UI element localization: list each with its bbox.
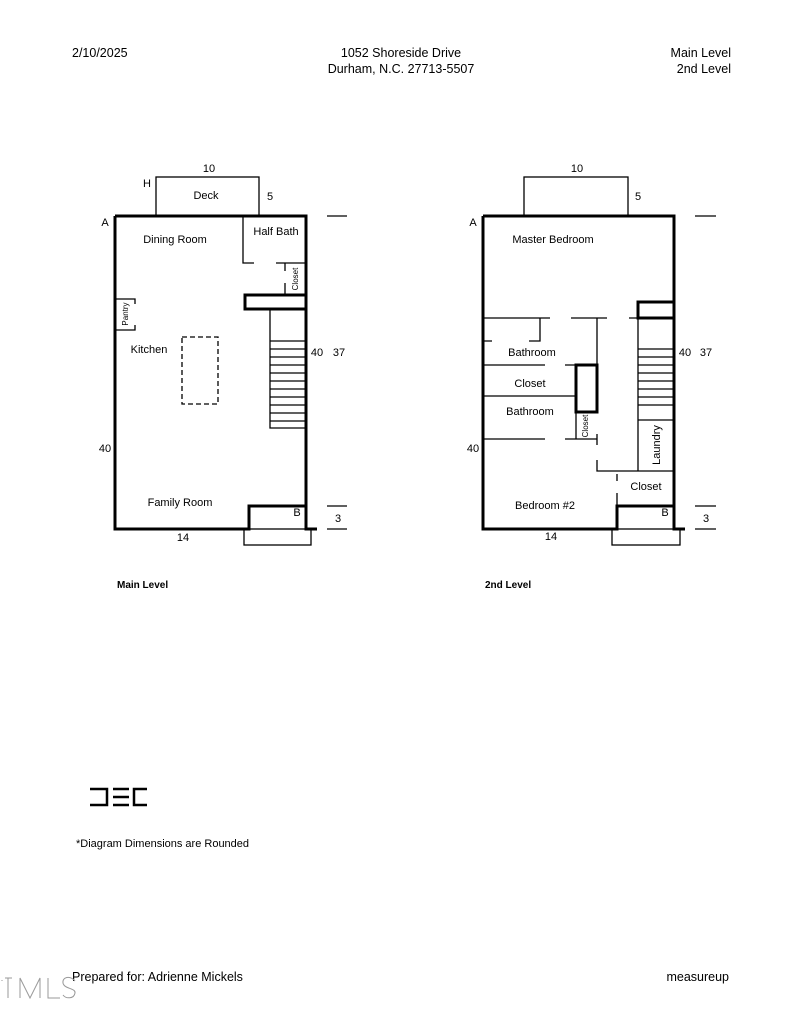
address-line-2: Durham, N.C. 27713-5507: [328, 62, 475, 76]
room-label-dining-room: Dining Room: [143, 234, 207, 246]
dim-step-3: 3: [703, 513, 709, 525]
second-level-plan: Master Bedroom Bathroom Closet Bathroom …: [467, 163, 716, 546]
room-label-bedroom-2: Bedroom #2: [515, 500, 575, 512]
upper-front-step: [611, 528, 681, 546]
main-level-plan: Deck Dining Room Half Bath Closet Pantry…: [99, 163, 347, 546]
dim-deck-width: 10: [203, 163, 215, 175]
room-label-bathroom-2: Bathroom: [506, 406, 554, 418]
marker-b: B: [293, 507, 300, 519]
room-label-half-bath: Half Bath: [253, 226, 298, 238]
company-name: measureup: [666, 970, 729, 984]
main-dimension-ticks: [327, 215, 347, 530]
dim-right-37: 37: [700, 347, 712, 359]
dec-logo: [90, 787, 147, 807]
marker-b: B: [661, 507, 668, 519]
marker-a: A: [101, 217, 109, 229]
pantry-walls: [115, 298, 136, 331]
marker-a: A: [469, 217, 477, 229]
dim-right-40: 40: [679, 347, 691, 359]
dim-deck-depth: 5: [267, 191, 273, 203]
dim-bottom-14: 14: [177, 532, 189, 544]
address-line-1: 1052 Shoreside Drive: [341, 46, 461, 60]
half-bath-walls: [242, 216, 306, 294]
room-label-bathroom-1: Bathroom: [508, 347, 556, 359]
main-stair-landing: [243, 293, 308, 311]
mls-watermark: [1, 976, 76, 1000]
room-label-pantry: Pantry: [121, 302, 130, 325]
levels-line-2: 2nd Level: [677, 62, 731, 76]
marker-h: H: [143, 178, 151, 190]
prepared-for: Prepared for: Adrienne Mickels: [72, 970, 243, 984]
closet-walls: [483, 318, 598, 397]
bathroom-2-walls: [483, 412, 674, 472]
dimensions-note: *Diagram Dimensions are Rounded: [76, 838, 249, 850]
dim-left-40: 40: [99, 443, 111, 455]
dim-right-40: 40: [311, 347, 323, 359]
room-label-closet-1: Closet: [514, 378, 545, 390]
dim-top-depth: 5: [635, 191, 641, 203]
upper-dimension-ticks: [695, 215, 716, 530]
room-label-laundry: Laundry: [651, 425, 663, 465]
room-label-kitchen: Kitchen: [131, 344, 168, 356]
levels-line-1: Main Level: [671, 46, 731, 60]
dim-right-37: 37: [333, 347, 345, 359]
dim-bottom-14: 14: [545, 531, 557, 543]
main-stairs: [269, 310, 306, 429]
room-label-closet-3: Closet: [630, 481, 661, 493]
main-front-step: [243, 528, 312, 546]
upper-balcony-outline: [523, 176, 629, 217]
room-label-closet-2: Closet: [581, 414, 590, 437]
report-date: 2/10/2025: [72, 46, 128, 60]
second-level-caption: 2nd Level: [485, 580, 531, 591]
dim-left-40: 40: [467, 443, 479, 455]
room-label-family-room: Family Room: [148, 497, 213, 509]
chase-box: [574, 363, 599, 414]
upper-stair-landing: [636, 300, 676, 320]
upper-stairs: [637, 318, 674, 471]
bathroom-1-walls: [483, 318, 541, 342]
room-label-master-bedroom: Master Bedroom: [512, 234, 593, 246]
main-level-caption: Main Level: [117, 580, 168, 591]
dim-top-width: 10: [571, 163, 583, 175]
dim-step-3: 3: [335, 513, 341, 525]
kitchen-island: [181, 336, 219, 405]
room-label-closet: Closet: [291, 267, 300, 290]
room-label-deck: Deck: [193, 190, 219, 202]
